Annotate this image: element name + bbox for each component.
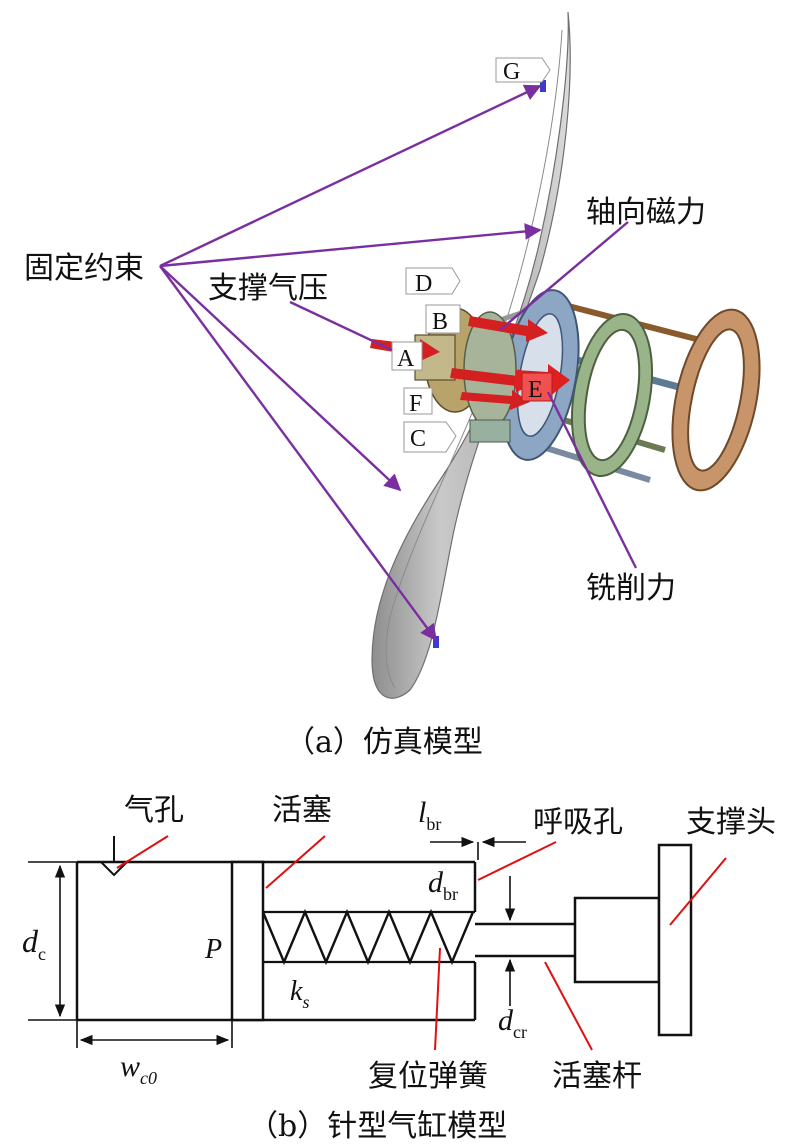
cylinder-body [75, 860, 477, 1022]
leader-air-hole [116, 835, 169, 869]
leader-axial-magnetic [499, 221, 629, 331]
air-hole-marker [100, 861, 128, 877]
leader-milling-force [546, 391, 638, 569]
dim-wc0 [76, 1020, 233, 1048]
label-support-head: 支撑头 [686, 805, 776, 840]
symbol-dc: dc [22, 923, 46, 964]
blade [371, 11, 571, 699]
label-breathing-hole: 呼吸孔 [533, 805, 623, 840]
leader-return-spring [434, 947, 441, 1051]
point-d-label: D [415, 271, 432, 297]
point-c-label: C [410, 426, 426, 452]
symbol-ks: ks [290, 976, 309, 1012]
label-air-hole: 气孔 [124, 793, 184, 828]
point-bottom-marker [433, 636, 439, 648]
leader-breathing-hole [477, 841, 557, 881]
leader-piston-rod [544, 961, 593, 1051]
axial-force-arrow-low [460, 390, 530, 410]
point-b-label: B [432, 309, 448, 335]
point-g-label: G [503, 59, 520, 85]
support-head-plate [657, 843, 693, 1037]
leader-fixed-to-blade-tip [159, 265, 437, 642]
leader-fixed-to-blade-low [159, 265, 402, 492]
return-spring [261, 908, 475, 966]
label-support-pressure: 支撑气压 [208, 271, 328, 306]
leader-fixed-to-blade-mid [159, 223, 542, 268]
panel-b-leaders [116, 835, 727, 1051]
label-fixed-constraint: 固定约束 [24, 251, 144, 286]
label-milling-force: 铣削力 [586, 571, 676, 606]
dim-lbr [430, 836, 526, 860]
point-f-label: F [409, 391, 422, 417]
panel-a-simulation-model: G D B A F C E 固定约束 支撑气压 轴向磁力 [24, 11, 761, 760]
piston [230, 860, 265, 1022]
symbol-wc0: wc0 [120, 1050, 157, 1088]
label-piston: 活塞 [272, 793, 332, 828]
symbol-lbr: lbr [418, 796, 441, 834]
point-tags: G D B A F C E [391, 57, 553, 453]
label-return-spring: 复位弹簧 [368, 1059, 488, 1094]
caption-b: （b）针型气缸模型 [248, 1109, 507, 1144]
label-axial-magnetic-force: 轴向磁力 [586, 195, 706, 230]
axial-force-arrow-top [468, 316, 548, 342]
symbol-dbr: dbr [428, 866, 458, 904]
panel-b-needle-cylinder-model: 气孔 活塞 呼吸孔 支撑头 复位弹簧 活塞杆 P dc wc0 lbr dbr … [22, 793, 776, 1144]
piston-rod [475, 922, 575, 958]
point-a-label: A [397, 346, 415, 372]
point-e-label: E [528, 377, 543, 403]
symbol-dcr: dcr [498, 1004, 527, 1042]
caption-a: （a）仿真模型 [285, 725, 483, 760]
leader-lines [159, 84, 638, 642]
support-head-block [573, 896, 661, 984]
point-g-marker [540, 80, 546, 92]
symbol-p: P [204, 934, 222, 965]
leader-piston [265, 835, 326, 889]
leader-support-pressure [289, 300, 393, 352]
dim-dc [28, 861, 77, 1021]
leader-support-head [669, 857, 727, 926]
label-piston-rod: 活塞杆 [552, 1059, 642, 1094]
leader-fixed-to-g [159, 84, 542, 268]
